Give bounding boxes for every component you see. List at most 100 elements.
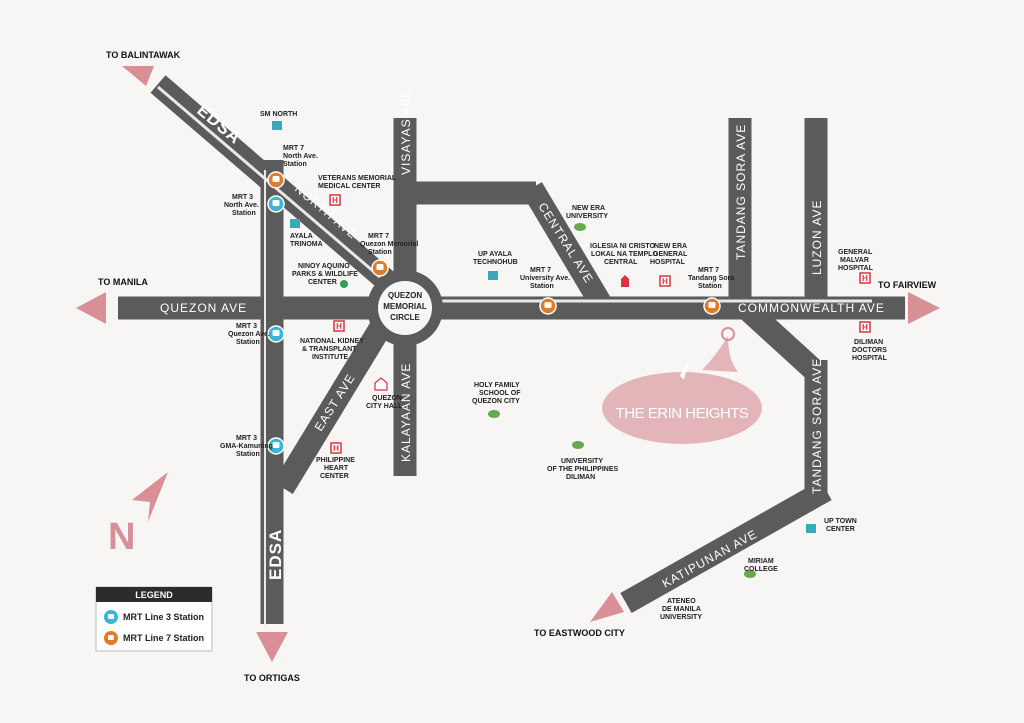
hospital-h-icon: H [332,196,338,205]
to-balintawak-label: TO BALINTAWAK [106,50,181,60]
iglesia-label-2: LOKAL NA TEMPLO [591,251,658,258]
legend-mrt7-label: MRT Line 7 Station [123,633,204,643]
arrow-eastwood-icon [590,592,624,622]
katipunan-ave-road [620,479,832,614]
city-hall-icon [374,377,388,391]
mrt7-ts-label-1: MRT 7 [698,267,719,274]
qc-hall-label-2: CITY HALL [366,403,403,410]
diliman-doctors-hospital-icon [859,321,871,333]
up-label-2: OF THE PHILIPPINES [547,466,619,473]
trinoma-mall-icon [290,219,300,228]
train-glyph-icon [108,614,114,619]
train-glyph-icon [108,635,114,640]
mrt3-quezon-ave-station [267,325,285,343]
train-glyph-icon [272,330,280,336]
new-era-hosp-label-1: NEW ERA [654,243,687,250]
arrow-manila-icon [76,292,106,324]
mrt3-north-label-3: Station [232,210,256,217]
mrt3-quezon-label-1: MRT 3 [236,323,257,330]
mrt7-north-label-3: Station [283,161,307,168]
new-era-hosp-label-3: HOSPITAL [650,259,686,266]
mrt3-gma-label-1: MRT 3 [236,435,257,442]
tandang-sora-bottom-label: TANDANG SORA AVE [810,358,824,494]
to-ortigas-label: TO ORTIGAS [244,673,300,683]
mrt7-univ-label-2: University Ave. [520,275,570,282]
heart-label-3: CENTER [320,473,349,480]
edsa-bottom-label: EDSA [266,529,285,580]
north-arrow-icon [132,472,168,522]
heart-label-2: HEART [324,465,349,472]
mrt7-north-label-2: North Ave. [283,153,318,160]
mrt7-qmc-label-3: Station [368,249,392,256]
diliman-doc-label-1: DILIMAN [854,339,883,346]
mrt3-quezon-label-3: Station [236,339,260,346]
up-ayala-mall-icon [488,271,498,280]
ateneo-label-2: DE MANILA [662,606,701,613]
erin-heights-location-icon [721,327,735,341]
hospital-h-icon: H [333,444,339,453]
qc-hall-label-1: QUEZON [372,395,402,402]
new-era-hospital-icon [659,275,671,287]
erin-heights-badge[interactable] [602,372,762,444]
holy-family-label-3: QUEZON CITY [472,398,520,405]
trinoma-label-1: AYALA [290,233,313,240]
to-manila-label: TO MANILA [98,277,148,287]
hospital-h-icon: H [862,274,868,283]
sm-north-mall-icon [272,121,282,130]
malvar-label-3: HOSPITAL [838,265,874,272]
central-ave-road [522,182,610,308]
kalayaan-ave-label: KALAYAAN AVE [399,363,413,462]
mrt3-north-label-2: North Ave. [224,202,259,209]
legend-header [96,587,212,602]
qmc-center [378,281,432,335]
mrt7-qmc-station [371,259,389,277]
nkti-hospital-icon [333,320,345,332]
heart-center-hospital-icon [330,442,342,454]
train-glyph-icon [272,176,280,182]
visayas-ave-label: VISAYAS AVE [399,89,413,175]
compass-north-letter: N [108,516,135,558]
up-diliman-school-icon [572,441,584,449]
mrt7-north-label-1: MRT 7 [283,145,304,152]
mrt3-north-label-1: MRT 3 [232,194,253,201]
qmc-label-2: MEMORIAL [383,302,427,311]
holy-family-label-1: HOLY FAMILY [474,382,520,389]
heart-label-1: PHILIPPINE [316,457,355,464]
miriam-label-1: MIRIAM [748,558,774,565]
erin-heights-label: THE ERIN HEIGHTS [616,405,749,422]
holy-family-school-icon [488,410,500,418]
luzon-ave-label: LUZON AVE [810,200,824,275]
legend-mrt3-label: MRT Line 3 Station [123,612,204,622]
up-town-center-mall-icon [806,524,816,533]
tandang-sora-top-label: TANDANG SORA AVE [734,124,748,260]
mrt7-univ-label-1: MRT 7 [530,267,551,274]
new-era-hosp-label-2: GENERAL [653,251,688,258]
ninoy-label-3: CENTER [308,279,337,286]
legend-title: LEGEND [135,590,173,600]
miriam-label-2: COLLEGE [744,566,778,573]
mrt7-ts-label-3: Station [698,283,722,290]
veterans-label-2: MEDICAL CENTER [318,183,380,190]
quezon-ave-label: QUEZON AVE [160,301,247,315]
mrt7-tandang-sora-station [703,297,721,315]
hospital-h-icon: H [336,322,342,331]
veterans-label-1: VETERANS MEMORIAL [318,175,397,182]
train-glyph-icon [272,200,280,206]
qmc-label-3: CIRCLE [390,313,420,322]
mrt3-north-ave-station [267,195,285,213]
iglesia-label-3: CENTRAL [604,259,638,266]
up-label-3: DILIMAN [566,474,595,481]
train-glyph-icon [376,264,384,270]
miriam-college-school-icon [744,570,756,578]
mrt3-gma-label-3: Station [236,451,260,458]
mrt7-univ-label-3: Station [530,283,554,290]
sm-north-label: SM NORTH [260,111,297,118]
mrt7-qmc-label-2: Quezon Memorial [360,241,418,248]
hospital-h-icon: H [662,277,668,286]
nkti-label-2: & TRANSPLANT [302,346,357,353]
arrow-balintawak-icon [122,66,154,86]
to-eastwood-label: TO EASTWOOD CITY [534,628,625,638]
ateneo-label-1: ATENEO [667,598,696,605]
ninoy-label-1: NINOY AQUINO [298,263,350,270]
commonwealth-label: COMMONWEALTH AVE [738,301,885,315]
